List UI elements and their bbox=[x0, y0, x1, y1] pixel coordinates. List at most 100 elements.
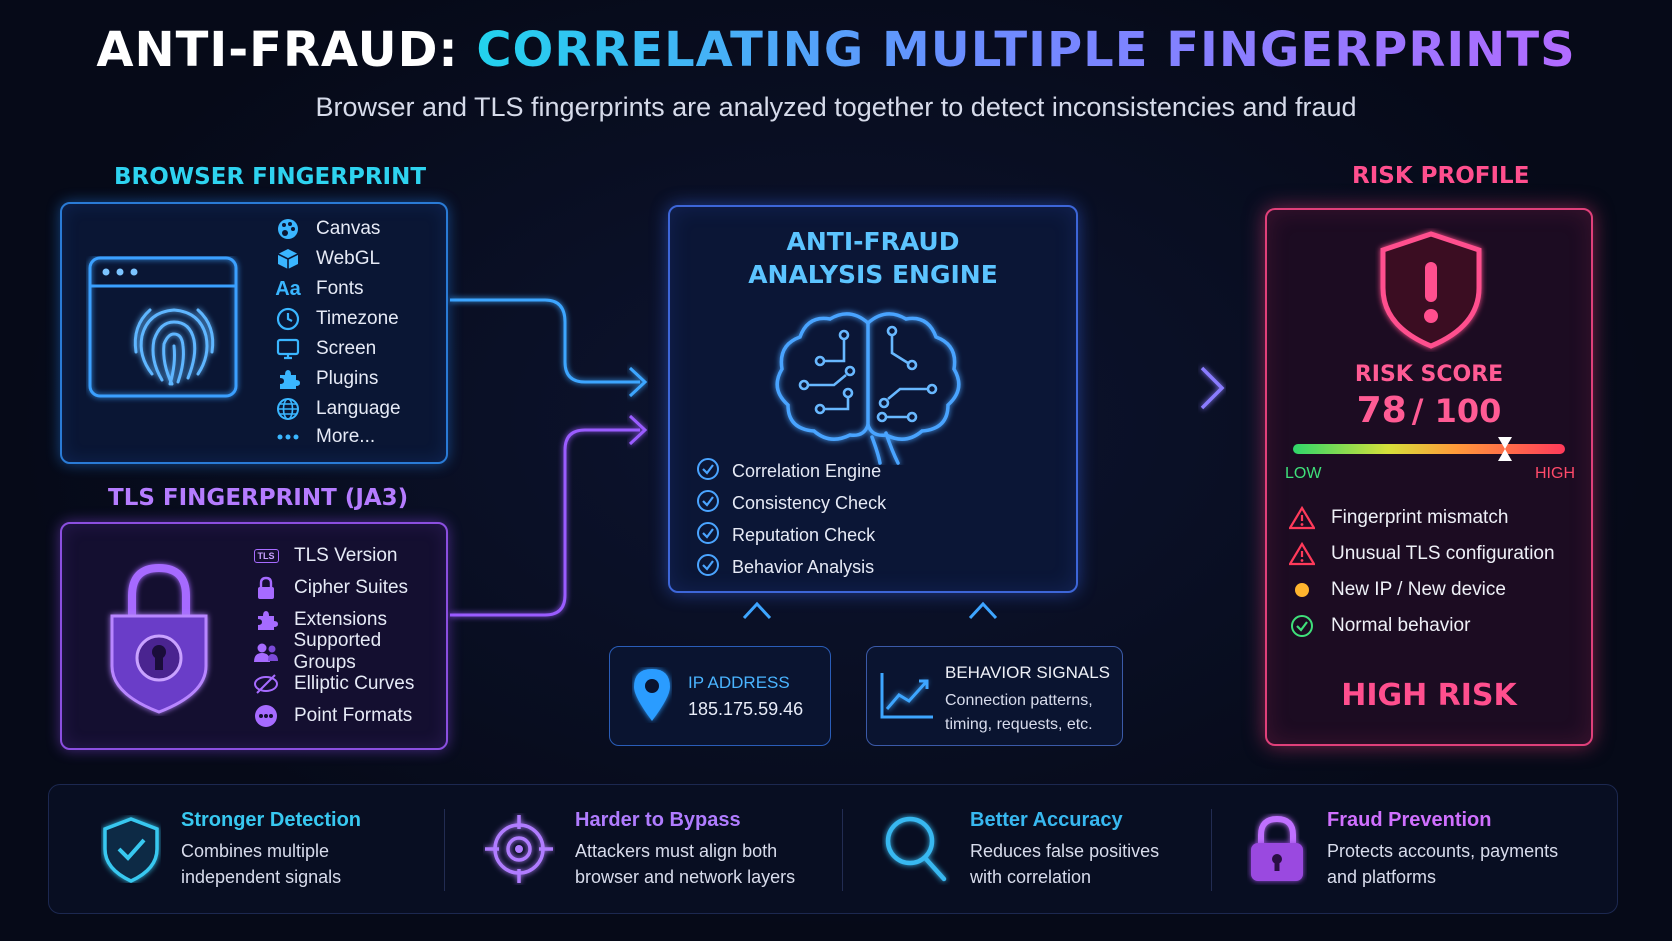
engine-check-list: Correlation Engine Consistency Check Rep… bbox=[696, 455, 886, 583]
tls-section-heading: TLS FINGERPRINT (JA3) bbox=[108, 485, 409, 511]
dots-icon bbox=[274, 424, 302, 450]
browser-section-heading: BROWSER FINGERPRINT bbox=[114, 164, 427, 190]
title-part1: ANTI-FRAUD: bbox=[96, 22, 459, 78]
benefit-harder-to-bypass: Harder to Bypass Attackers must align bo… bbox=[483, 785, 795, 913]
engine-item-label: Correlation Engine bbox=[732, 460, 882, 481]
risk-factor-list: Fingerprint mismatch Unusual TLS configu… bbox=[1289, 500, 1555, 644]
check-circle-icon bbox=[696, 553, 720, 582]
benefit-title: Stronger Detection bbox=[181, 808, 362, 831]
trend-chart-icon bbox=[880, 673, 933, 719]
warning-icon bbox=[1289, 542, 1315, 566]
padlock-icon bbox=[1251, 815, 1303, 881]
ip-address-panel: IP ADDRESS 185.175.59.46 bbox=[609, 646, 831, 746]
risk-item-label: New IP / New device bbox=[1331, 579, 1506, 600]
check-circle-icon bbox=[696, 521, 720, 550]
tls-item-label: Elliptic Curves bbox=[294, 673, 415, 694]
tls-item-label: Cipher Suites bbox=[294, 577, 409, 598]
engine-item-consistency: Consistency Check bbox=[696, 487, 886, 519]
engine-item-reputation: Reputation Check bbox=[696, 519, 886, 551]
palette-icon bbox=[274, 216, 302, 242]
title-part2: CORRELATING MULTIPLE FINGERPRINTS bbox=[476, 22, 1576, 78]
ip-address-label: IP ADDRESS bbox=[688, 673, 790, 692]
curve-icon bbox=[252, 671, 280, 697]
puzzle-icon bbox=[252, 607, 280, 633]
tls-arrow-head bbox=[628, 414, 648, 446]
browser-item-more: More... bbox=[274, 424, 401, 450]
behavior-arrow-head bbox=[968, 601, 998, 620]
shield-check-icon bbox=[103, 817, 159, 883]
browser-item-label: Fonts bbox=[316, 278, 364, 299]
browser-attribute-list: Canvas WebGL Aa Fonts Timezone Screen Pl… bbox=[274, 214, 401, 450]
behavior-description: Connection patterns, timing, requests, e… bbox=[945, 689, 1093, 737]
monitor-icon bbox=[274, 336, 302, 362]
risk-item-label: Fingerprint mismatch bbox=[1331, 507, 1509, 528]
tls-item-version: TLS TLS Version bbox=[252, 540, 446, 572]
browser-item-timezone: Timezone bbox=[274, 304, 401, 334]
risk-item-normal-behavior: Normal behavior bbox=[1289, 608, 1555, 644]
risk-item-unusual-tls: Unusual TLS configuration bbox=[1289, 536, 1555, 572]
browser-item-label: Screen bbox=[316, 338, 377, 359]
benefit-divider bbox=[444, 809, 445, 891]
engine-title-line2: ANALYSIS ENGINE bbox=[748, 260, 998, 289]
risk-gauge-bar bbox=[1293, 444, 1565, 454]
ip-arrow-head bbox=[742, 601, 772, 620]
browser-item-label: WebGL bbox=[316, 248, 381, 269]
browser-item-fonts: Aa Fonts bbox=[274, 274, 401, 304]
benefit-title: Fraud Prevention bbox=[1327, 808, 1492, 831]
risk-score-value: 78 bbox=[1356, 390, 1407, 431]
ip-address-value: 185.175.59.46 bbox=[688, 699, 804, 719]
check-circle-icon bbox=[696, 457, 720, 486]
browser-item-label: Canvas bbox=[316, 218, 381, 239]
risk-low-label: LOW bbox=[1285, 465, 1322, 482]
tls-item-label: Extensions bbox=[294, 609, 387, 630]
benefit-title: Harder to Bypass bbox=[575, 808, 741, 831]
behavior-line1: Connection patterns, bbox=[945, 692, 1093, 709]
risk-score: 78 / 100 bbox=[1267, 390, 1591, 431]
behavior-label: BEHAVIOR SIGNALS bbox=[945, 663, 1111, 682]
browser-item-label: Plugins bbox=[316, 368, 379, 389]
tls-item-label: Supported Groups bbox=[293, 630, 382, 673]
tls-item-label: TLS Version bbox=[294, 545, 398, 566]
browser-item-webgl: WebGL bbox=[274, 244, 401, 274]
analysis-engine-panel: ANTI-FRAUD ANALYSIS ENGINE Correlation E… bbox=[668, 205, 1078, 593]
page-title: ANTI-FRAUD: CORRELATING MULTIPLE FINGERP… bbox=[0, 22, 1672, 78]
browser-item-label: More... bbox=[316, 426, 376, 447]
engine-item-label: Reputation Check bbox=[732, 524, 876, 545]
brain-icon bbox=[775, 312, 961, 465]
globe-icon bbox=[274, 396, 302, 422]
check-circle-icon bbox=[1289, 614, 1315, 638]
benefit-fraud-prevention: Fraud Prevention Protects accounts, paym… bbox=[1247, 785, 1558, 913]
cube-icon bbox=[274, 246, 302, 272]
browser-item-label: Timezone bbox=[316, 308, 399, 329]
font-icon: Aa bbox=[275, 277, 301, 300]
browser-arrow-head bbox=[628, 366, 648, 398]
browser-item-screen: Screen bbox=[274, 334, 401, 364]
engine-title: ANTI-FRAUD ANALYSIS ENGINE bbox=[670, 225, 1076, 291]
engine-item-behavior: Behavior Analysis bbox=[696, 551, 886, 583]
tls-item-label: Point Formats bbox=[294, 705, 413, 726]
browser-fingerprint-panel: Canvas WebGL Aa Fonts Timezone Screen Pl… bbox=[60, 202, 448, 464]
risk-verdict: HIGH RISK bbox=[1341, 678, 1517, 713]
risk-item-label: Unusual TLS configuration bbox=[1331, 543, 1555, 564]
risk-score-label: RISK SCORE bbox=[1354, 362, 1504, 387]
benefit-divider bbox=[1211, 809, 1212, 891]
page-subtitle: Browser and TLS fingerprints are analyze… bbox=[315, 92, 1357, 122]
tls-to-engine-connector bbox=[450, 428, 640, 617]
tls-item-supported-groups: Supported Groups bbox=[252, 630, 446, 673]
browser-item-plugins: Plugins bbox=[274, 364, 401, 394]
magnifier-icon bbox=[885, 816, 947, 882]
risk-item-label: Normal behavior bbox=[1331, 615, 1471, 636]
puzzle-icon bbox=[274, 366, 302, 392]
target-icon bbox=[485, 815, 553, 883]
check-circle-icon bbox=[696, 489, 720, 518]
browser-to-engine-connector bbox=[450, 298, 640, 384]
dots-circle-icon bbox=[252, 703, 280, 729]
clock-icon bbox=[274, 306, 302, 332]
browser-item-language: Language bbox=[274, 394, 401, 424]
